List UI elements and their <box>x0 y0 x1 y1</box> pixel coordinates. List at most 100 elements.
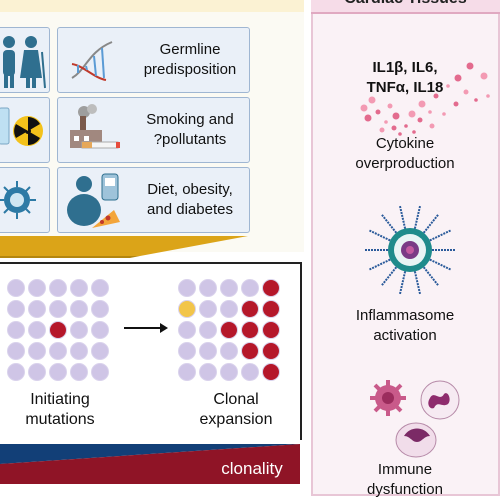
inflammasome-spoke <box>368 258 391 271</box>
inflammasome-spoke <box>429 229 452 242</box>
cell <box>91 300 109 318</box>
cell <box>262 321 280 339</box>
cardiac-tissues-title: Cardiac Tissues <box>311 0 500 8</box>
cell <box>28 279 46 297</box>
cell <box>91 321 109 339</box>
cell <box>199 300 217 318</box>
cell <box>241 279 259 297</box>
cell <box>70 342 88 360</box>
cell <box>28 363 46 381</box>
cell <box>91 279 109 297</box>
cytokine-dot <box>446 84 450 88</box>
cytokine-dot <box>463 89 469 95</box>
germline-card: Germline predisposition <box>57 27 250 93</box>
elderly-people-icon <box>3 36 46 89</box>
cytokine-dot <box>408 110 416 118</box>
cytokine-dot <box>387 103 393 109</box>
cell <box>70 363 88 381</box>
cell <box>241 321 259 339</box>
cell <box>70 279 88 297</box>
cell <box>199 342 217 360</box>
cell <box>49 300 67 318</box>
aging-card <box>0 27 50 93</box>
cytokine-dot <box>364 114 372 122</box>
clonality-bar <box>0 444 300 484</box>
cell <box>28 300 46 318</box>
cell <box>49 321 67 339</box>
cell <box>220 300 238 318</box>
infection-card <box>0 167 50 233</box>
cell <box>199 363 217 381</box>
inflammasome-spoke <box>429 258 452 271</box>
inflammasome-spoke <box>380 213 398 234</box>
dna-icon <box>71 41 113 81</box>
radiation-icon <box>0 107 43 146</box>
cell <box>7 342 25 360</box>
cytokines-line2: TNFα, IL18 <box>366 79 444 96</box>
cell <box>178 342 196 360</box>
cytokine-dot <box>392 112 400 120</box>
cell <box>49 279 67 297</box>
cytokine-dot <box>417 117 423 123</box>
cell <box>262 342 280 360</box>
cell <box>91 363 109 381</box>
cytokine-dot <box>384 120 388 124</box>
cytokine-dot <box>428 110 432 114</box>
cell <box>70 321 88 339</box>
cell <box>199 279 217 297</box>
cell <box>220 321 238 339</box>
cytokine-caption-line2: overproduction <box>355 155 455 172</box>
inflammasome-line1: Inflammasome <box>355 307 455 324</box>
cell <box>220 363 238 381</box>
inflammasome-spoke <box>413 204 422 229</box>
cell <box>7 300 25 318</box>
cytokine-dot <box>433 93 439 99</box>
inflammasome-line2: activation <box>373 327 437 344</box>
cytokine-dot <box>379 127 385 133</box>
diet-label-line2: and diabetes <box>147 201 233 218</box>
cell <box>241 300 259 318</box>
germline-label-line2: predisposition <box>143 61 237 78</box>
smoking-label-line1: Smoking and <box>146 111 234 128</box>
monocyte-icon <box>395 422 437 458</box>
cytokine-dot <box>466 62 474 70</box>
virus-icon <box>0 181 36 219</box>
obesity-diabetes-icon <box>67 173 120 228</box>
initiating-label-line2: mutations <box>25 411 95 428</box>
dendritic-cell-icon <box>370 380 406 416</box>
cell <box>7 363 25 381</box>
cell <box>220 342 238 360</box>
cell <box>262 363 280 381</box>
inflammasome-spoke <box>422 213 440 234</box>
cell <box>7 321 25 339</box>
cell <box>178 300 196 318</box>
cytokine-dot <box>486 94 490 98</box>
cell <box>262 279 280 297</box>
cytokine-dot <box>360 104 368 112</box>
immune-cells-icon <box>370 380 460 458</box>
progression-arrow <box>124 323 168 333</box>
cell <box>49 342 67 360</box>
diet-card: Diet, obesity, and diabetes <box>57 167 250 233</box>
cytokine-dot <box>429 123 435 129</box>
factory-cigarette-icon <box>70 104 120 149</box>
cytokine-dot <box>375 109 381 115</box>
clonal-panel <box>0 262 302 440</box>
cell <box>28 321 46 339</box>
smoking-label-line2: ?pollutants <box>153 131 227 148</box>
cell <box>7 279 25 297</box>
cell <box>262 300 280 318</box>
inflammasome-spoke <box>413 271 422 296</box>
inflammasome-spoke <box>398 204 407 229</box>
inflammasome-spoke <box>380 266 398 287</box>
cell <box>91 342 109 360</box>
cytokine-dot <box>398 132 402 136</box>
cytokine-dot <box>480 72 488 80</box>
cytokines-line1: IL1β, IL6, <box>372 59 438 76</box>
cell <box>28 342 46 360</box>
germline-label-line1: Germline <box>159 41 221 58</box>
cytokine-dot <box>453 101 459 107</box>
inflammasome-spoke <box>422 266 440 287</box>
inflammasome-spoke <box>368 229 391 242</box>
cell <box>49 363 67 381</box>
